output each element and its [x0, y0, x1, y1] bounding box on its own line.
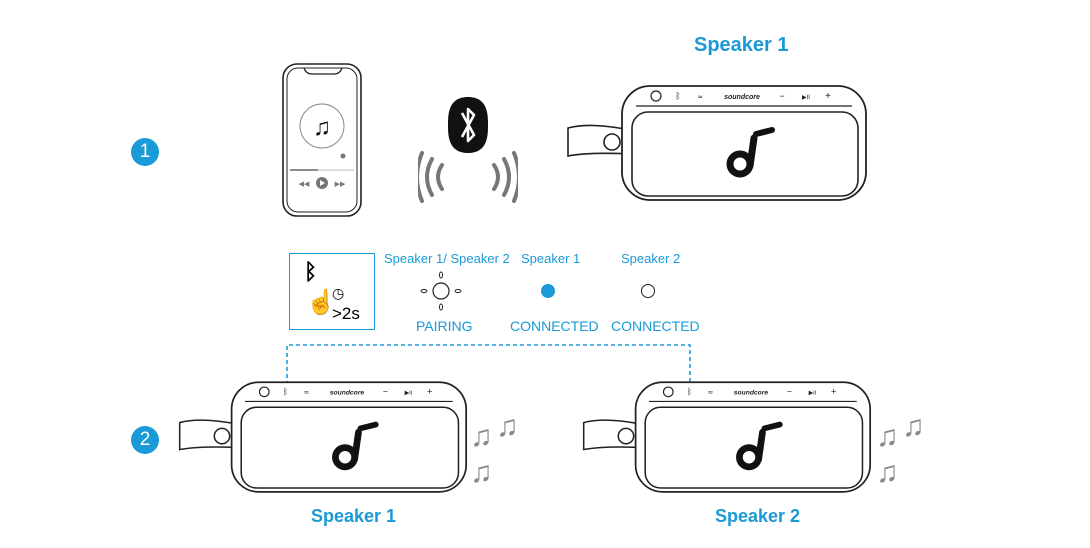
brand-label: soundcore [724, 94, 760, 101]
strap-button-icon [617, 427, 635, 445]
step-1-badge: 1 [131, 138, 159, 166]
speaker-drawing: ᛒ ≈ soundcore − ▶II + [178, 381, 468, 493]
music-note-icon: ♫ [313, 114, 331, 141]
solid-blue-light-icon [541, 284, 555, 298]
indicator-label-pairing: Speaker 1/ Speaker 2 [384, 251, 510, 266]
phone-icon: ♫ ◀◀ ▶▶ [282, 63, 362, 217]
hand-press-icon: ☝ [306, 289, 336, 316]
speaker-drawing: ᛒ ≈ soundcore − ▶II + [582, 381, 872, 493]
soundcore-logo-icon [726, 127, 775, 178]
light-off-icon [641, 284, 655, 298]
step-2-badge: 2 [131, 426, 159, 454]
hold-time: >2s [332, 304, 360, 323]
bluetooth-button-icon: ᛒ [687, 387, 692, 398]
speaker-1-title: Speaker 1 [694, 34, 789, 56]
speaker-2-caption: Speaker 2 [715, 506, 801, 526]
brand-label: soundcore [330, 390, 365, 397]
play-pause-button-icon: ▶II [809, 391, 817, 397]
volume-up-button-icon: + [831, 387, 837, 398]
svg-text:▶▶: ▶▶ [335, 181, 346, 188]
indicator-state-speaker-1: CONNECTED [510, 318, 599, 334]
power-button-icon [662, 386, 674, 398]
indicator-label-speaker-2: Speaker 2 [621, 251, 681, 266]
indicator-label-speaker-1: Speaker 1 [521, 251, 581, 266]
volume-down-button-icon: − [383, 387, 388, 397]
bassup-button-icon: ≈ [708, 389, 714, 397]
clock-icon: ◷ [332, 286, 345, 302]
volume-up-button-icon: + [427, 387, 433, 398]
strap-button-icon [603, 133, 621, 151]
music-notes-icon: ♫ [470, 456, 493, 489]
bluetooth-icon: ᛒ [304, 260, 318, 285]
soundcore-logo-icon [736, 421, 783, 471]
power-button-icon [650, 90, 662, 102]
bluetooth-broadcast-icon [418, 97, 518, 203]
bassup-button-icon: ≈ [304, 389, 310, 397]
volume-down-button-icon: − [779, 91, 784, 101]
indicator-state-speaker-2: CONNECTED [611, 318, 700, 334]
hold-bluetooth-instruction: ᛒ ☝ ◷ >2s [289, 253, 375, 330]
music-notes-icon: ♫ [496, 410, 519, 443]
music-notes-icon: ♫ [470, 420, 493, 453]
power-button-icon [258, 386, 270, 398]
speaker-1-top: ᛒ ≈ soundcore − ▶II + [560, 84, 870, 204]
volume-down-button-icon: − [787, 387, 792, 397]
volume-up-button-icon: + [825, 91, 831, 102]
speaker-1-bottom: ᛒ ≈ soundcore − ▶II + [172, 378, 470, 498]
bluetooth-button-icon: ᛒ [283, 387, 288, 398]
speaker-1-caption: Speaker 1 [311, 506, 397, 526]
speaker-drawing: ᛒ ≈ soundcore − ▶II + [567, 85, 867, 201]
speaker-2-bottom: ᛒ ≈ soundcore − ▶II + [576, 378, 874, 498]
brand-label: soundcore [734, 390, 769, 397]
music-notes-icon: ♫ [876, 456, 899, 489]
soundcore-logo-icon [332, 421, 379, 471]
indicator-state-pairing: PAIRING [416, 318, 473, 334]
svg-text:◀◀: ◀◀ [299, 181, 310, 188]
bassup-button-icon: ≈ [697, 93, 703, 101]
music-notes-icon: ♫ [876, 420, 899, 453]
bluetooth-button-icon: ᛒ [675, 91, 680, 102]
play-pause-button-icon: ▶II [802, 95, 810, 101]
strap-button-icon [213, 427, 231, 445]
blinking-light-icon [420, 271, 462, 311]
music-notes-icon: ♫ [902, 410, 925, 443]
play-pause-button-icon: ▶II [405, 391, 413, 397]
